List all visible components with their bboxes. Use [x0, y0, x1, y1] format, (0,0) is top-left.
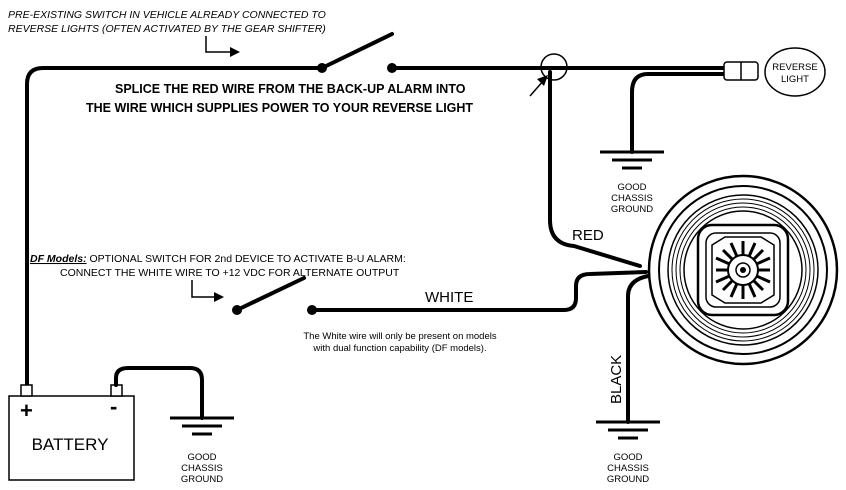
preexisting-switch-blade — [320, 32, 394, 70]
black-wire-label: BLACK — [608, 355, 625, 404]
switch-pointer-arrow — [205, 36, 232, 53]
ground-label-reverse-line3: GROUND — [611, 204, 653, 215]
optional-switch-pointer-arrowhead — [214, 292, 224, 302]
white-wire — [310, 270, 648, 312]
splice-pointer-arrowhead — [537, 75, 548, 86]
reverse-light-label-line2: LIGHT — [781, 74, 809, 85]
red-wire-label: RED — [572, 227, 604, 244]
battery-plus-sign: + — [20, 398, 33, 423]
optional-switch-blade — [235, 276, 306, 312]
preexisting-switch-note-line1: PRE-EXISTING SWITCH IN VEHICLE ALREADY C… — [8, 9, 326, 21]
battery-positive-riser-wire — [25, 66, 324, 387]
ground-label-alarm-line2: CHASSIS — [607, 463, 649, 474]
ground-label-reverse-line1: GOOD — [617, 182, 646, 193]
white-wire-note-line2: with dual function capability (DF models… — [312, 343, 486, 354]
ground-label-alarm-line3: GROUND — [607, 474, 649, 485]
switch-pointer-arrowhead — [230, 47, 240, 57]
reverse-light-bulb — [764, 47, 826, 97]
red-wire — [548, 70, 642, 268]
ground-label-battery-line3: GROUND — [181, 474, 223, 485]
battery-positive-terminal — [20, 384, 33, 397]
white-wire-note-line1: The White wire will only be present on m… — [303, 331, 497, 342]
battery-minus-sign: - — [110, 394, 117, 419]
reverse-light-return-wire — [630, 72, 728, 154]
ground-symbol-reverse-light — [600, 150, 664, 170]
optional-switch-contact-right — [307, 305, 317, 315]
ground-label-alarm-line1: GOOD — [613, 452, 642, 463]
white-wire-label: WHITE — [425, 289, 473, 306]
battery-body — [8, 395, 135, 481]
splice-note-line2: THE WIRE WHICH SUPPLIES POWER TO YOUR RE… — [86, 101, 473, 115]
df-models-note-line2: CONNECT THE WHITE WIRE TO +12 VDC FOR AL… — [60, 267, 400, 279]
df-models-label: DF Models: — [30, 253, 87, 265]
ground-label-battery-line1: GOOD — [187, 452, 216, 463]
battery-negative-wire — [114, 366, 204, 420]
df-models-note-line1: DF Models: OPTIONAL SWITCH FOR 2nd DEVIC… — [30, 253, 406, 265]
optional-switch-pointer-arrow — [191, 280, 216, 298]
preexisting-switch-note-line2: REVERSE LIGHTS (OFTEN ACTIVATED BY THE G… — [8, 23, 326, 35]
reverse-light-label-line1: REVERSE — [772, 62, 817, 73]
backup-alarm — [647, 174, 839, 366]
ground-label-battery-line2: CHASSIS — [181, 463, 223, 474]
ground-symbol-alarm — [596, 420, 660, 440]
df-models-note-rest: OPTIONAL SWITCH FOR 2nd DEVICE TO ACTIVA… — [87, 253, 406, 265]
splice-note-line1: SPLICE THE RED WIRE FROM THE BACK-UP ALA… — [115, 82, 466, 96]
splice-point-marker — [540, 53, 568, 81]
black-wire — [626, 274, 650, 424]
ground-symbol-battery — [170, 416, 234, 436]
ground-label-reverse-line2: CHASSIS — [611, 193, 653, 204]
battery-label: BATTERY — [32, 435, 109, 454]
